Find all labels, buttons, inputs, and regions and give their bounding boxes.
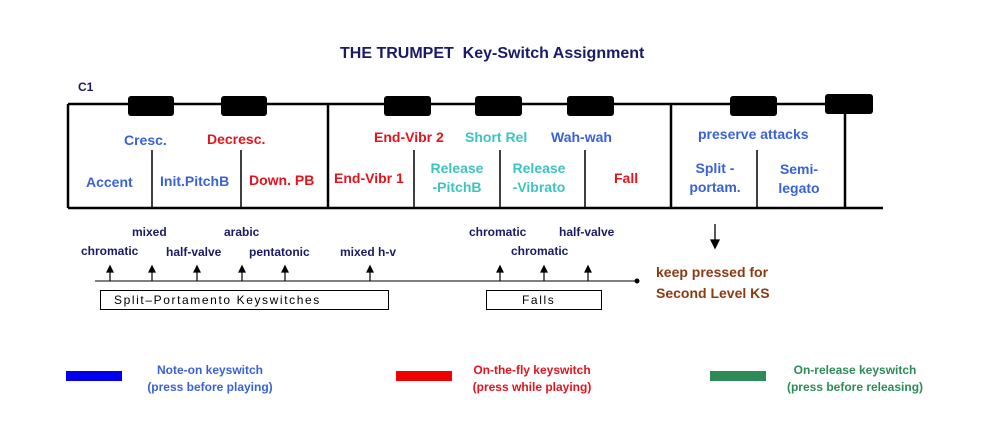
black-key-3 (384, 96, 431, 116)
label-cresc: Cresc. (124, 132, 167, 148)
keep-pressed-line1: keep pressed for (656, 264, 769, 280)
down-arrow (709, 224, 721, 250)
black-key-1 (128, 96, 174, 116)
octave-label: C1 (78, 80, 94, 94)
black-key-5 (567, 96, 614, 116)
up-arrow-3 (193, 264, 201, 281)
up-arrow-2 (148, 264, 156, 281)
label-release-vibrato-line1: Release (512, 160, 566, 176)
label-semi-legato-line1: Semi- (779, 161, 819, 177)
legend-swatch-note-on (66, 371, 122, 381)
split-portamento-group-box: Split–Portamento Keyswitches (100, 290, 389, 310)
black-key-7 (825, 94, 873, 114)
white-keys (66, 102, 883, 210)
label-down-pb: Down. PB (249, 172, 315, 188)
legend-text-note-on: Note-on keyswitch (press before playing) (140, 362, 280, 396)
split-label-pentatonic: pentatonic (249, 245, 310, 259)
legend-text-on-the-fly: On-the-fly keyswitch (press while playin… (464, 362, 600, 396)
baseline-end-dot (634, 278, 640, 284)
label-release-vibrato: Release -Vibrato (505, 159, 573, 197)
label-preserve-attacks: preserve attacks (698, 126, 809, 142)
black-key-6 (730, 96, 777, 116)
label-decresc: Decresc. (207, 131, 266, 147)
label-end-vibr-2: End-Vibr 2 (374, 129, 444, 145)
legend-note-on-line2: (press before playing) (147, 380, 273, 394)
label-short-rel: Short Rel (465, 129, 528, 145)
split-label-half-valve: half-valve (166, 245, 222, 259)
arrow-row (95, 278, 640, 284)
split-label-mixed-hv: mixed h-v (340, 245, 397, 259)
falls-group-label: Falls (522, 293, 556, 307)
up-arrow-5 (281, 264, 289, 281)
up-arrow-7 (496, 264, 504, 281)
falls-group-box: Falls (486, 290, 602, 310)
label-end-vibr-1: End-Vibr 1 (334, 170, 404, 186)
label-fall: Fall (614, 170, 639, 186)
legend-swatch-on-the-fly (396, 371, 452, 381)
legend-on-the-fly-line1: On-the-fly keyswitch (473, 363, 591, 377)
up-arrows (106, 264, 592, 281)
up-arrow-8 (540, 264, 548, 281)
label-wah-wah: Wah-wah (551, 129, 612, 145)
label-release-pitchb: Release -PitchB (424, 159, 490, 197)
split-label-mixed: mixed (132, 225, 167, 239)
legend-note-on-line1: Note-on keyswitch (156, 363, 264, 377)
label-semi-legato: Semi- legato (770, 160, 828, 198)
label-split-portam: Split - portam. (684, 159, 746, 197)
split-portamento-group-label: Split–Portamento Keyswitches (114, 293, 321, 307)
label-release-pitchb-line1: Release (430, 160, 484, 176)
up-arrow-6 (366, 264, 374, 281)
legend-swatch-on-release (710, 371, 766, 381)
legend-on-release-line2: (press before releasing) (786, 380, 924, 394)
label-split-portam-line2: portam. (689, 179, 741, 195)
fall-label-chromatic-2: chromatic (511, 244, 569, 258)
split-label-arabic: arabic (224, 225, 260, 239)
black-keys (128, 94, 873, 116)
label-semi-legato-line2: legato (778, 180, 820, 196)
fall-label-chromatic-1: chromatic (469, 225, 527, 239)
legend-on-the-fly-line2: (press while playing) (472, 380, 592, 394)
legend-text-on-release: On-release keyswitch (press before relea… (780, 362, 930, 396)
label-init-pitchb: Init.PitchB (160, 173, 230, 189)
up-arrow-4 (238, 264, 246, 281)
page-title: THE TRUMPET Key-Switch Assignment (340, 45, 645, 62)
white-key-dividers (151, 150, 758, 208)
label-release-vibrato-line2: -Vibrato (512, 179, 566, 195)
label-release-pitchb-line2: -PitchB (432, 179, 482, 195)
label-split-portam-line1: Split - (695, 160, 735, 176)
up-arrow-1 (106, 264, 114, 281)
black-key-4 (475, 96, 522, 116)
up-arrow-9 (584, 264, 592, 281)
legend-on-release-line1: On-release keyswitch (793, 363, 917, 377)
fall-label-half-valve: half-valve (559, 225, 615, 239)
split-label-chromatic: chromatic (81, 244, 139, 258)
black-key-2 (221, 96, 267, 116)
keep-pressed-line2: Second Level KS (656, 285, 770, 301)
label-accent: Accent (86, 174, 133, 190)
